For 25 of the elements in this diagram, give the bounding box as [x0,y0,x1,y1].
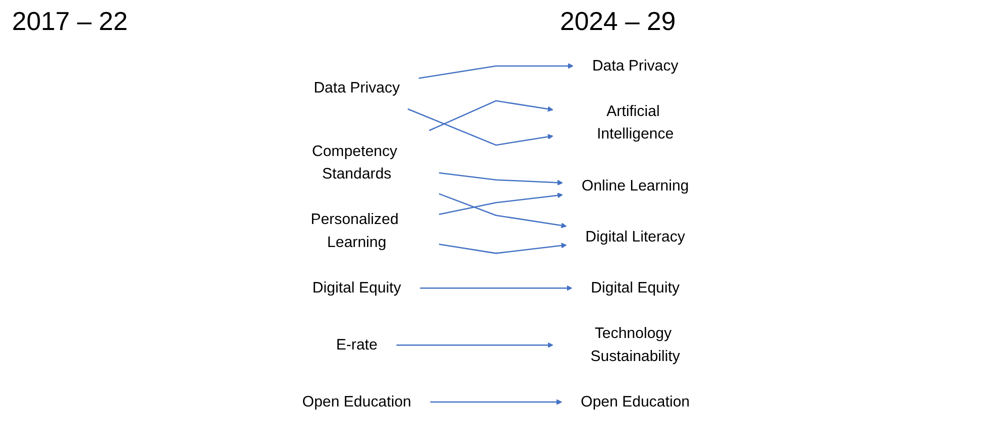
node-text: Open Education [302,393,412,410]
node-text: Data Privacy [592,57,678,74]
node-text: Open Education [580,393,690,410]
arrow [396,342,554,348]
arrow [430,399,562,405]
column-heading: 2024 – 29 [560,6,676,37]
arrow [438,172,563,186]
node-text: Competency Standards [312,142,398,182]
node-text: Personalized Learning [310,210,399,251]
column-heading: 2017 – 22 [12,6,128,37]
arrow [438,192,563,215]
arrow [420,285,572,291]
arrow [408,108,554,146]
node-text: Online Learning [582,177,689,194]
node-text: Data Privacy [314,79,400,96]
node-text: Artificial Intelligence [596,102,674,143]
node-text: Digital Equity [312,279,402,296]
arrow [428,100,554,132]
node-text: E-rate [336,336,378,354]
arrow [438,193,567,228]
node-text: Digital Literacy [585,228,686,246]
node-text: Digital Equity [590,279,680,296]
arrow [438,242,567,254]
node-text: Technology Sustainability [590,324,680,365]
arrow [418,63,574,79]
